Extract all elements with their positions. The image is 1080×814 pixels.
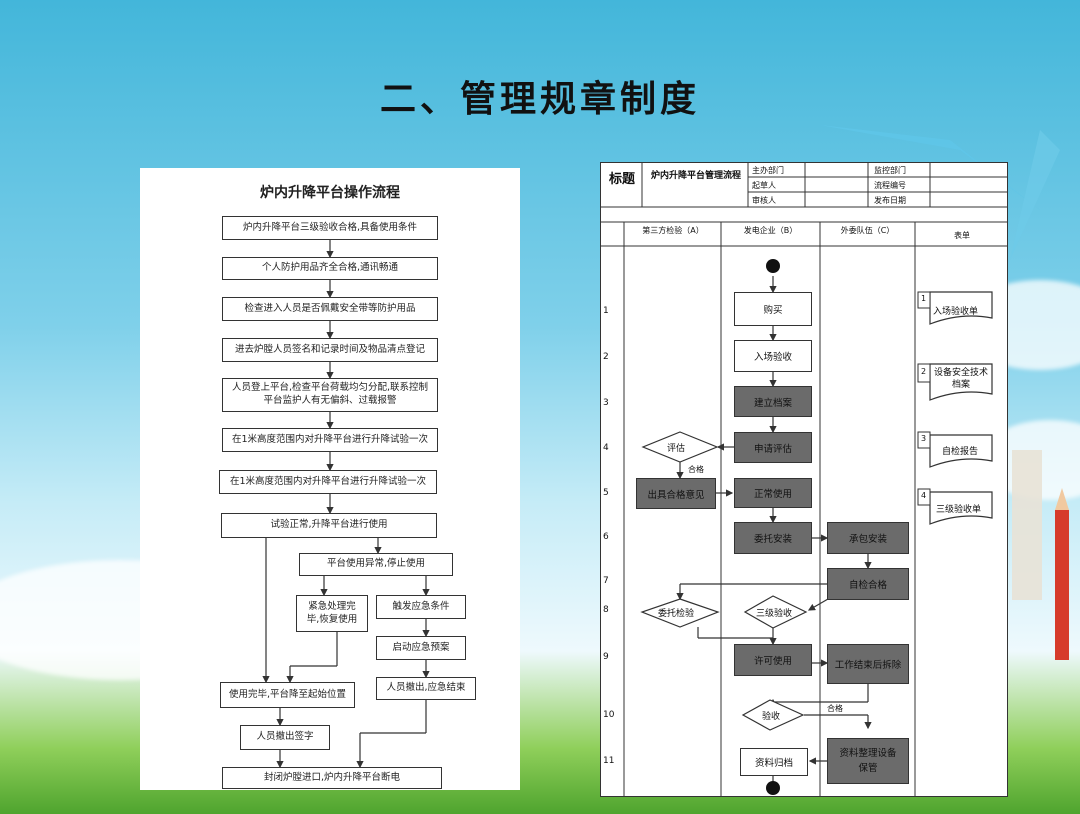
left-connectors bbox=[262, 240, 430, 769]
node-three-level: 三级验收 bbox=[756, 609, 793, 619]
label-pass: 合格 bbox=[827, 704, 843, 713]
slide-title: 二、管理规章制度 bbox=[379, 79, 700, 120]
node-organize-store: 资料整理设备保管 bbox=[827, 738, 909, 784]
row-number: 3 bbox=[603, 398, 609, 408]
flow-step: 启动应急预案 bbox=[376, 636, 466, 660]
label-pass: 合格 bbox=[688, 465, 704, 474]
row-number: 11 bbox=[603, 756, 615, 766]
flow-step: 紧急处理完毕,恢复使用 bbox=[296, 595, 368, 632]
flow-step: 炉内升降平台三级验收合格,具备使用条件 bbox=[222, 216, 438, 240]
node-assess: 评估 bbox=[667, 444, 686, 454]
node-normal-use: 正常使用 bbox=[734, 478, 812, 508]
form-number: 1 bbox=[921, 294, 927, 303]
header-field: 发布日期 bbox=[874, 196, 906, 205]
flow-step: 触发应急条件 bbox=[376, 595, 466, 619]
form-label: 设备安全技术档案 bbox=[933, 368, 988, 390]
flow-step: 进去炉膛人员签名和记录时间及物品清点登记 bbox=[222, 338, 438, 362]
header-field: 监控部门 bbox=[874, 166, 906, 175]
form-label: 入场验收单 bbox=[933, 307, 979, 317]
flow-step: 平台使用异常,停止使用 bbox=[299, 553, 453, 576]
flow-step: 封闭炉膛进口,炉内升降平台断电 bbox=[222, 767, 442, 789]
form-label: 自检报告 bbox=[942, 447, 979, 457]
left-flowchart-panel: 炉内升降平台操作流程 炉内升降平台三级验收合格,具备使用条件 个人防护用品齐全合… bbox=[140, 168, 520, 790]
flow-step: 试验正常,升降平台进行使用 bbox=[221, 513, 437, 538]
lane-header: 第三方检验（A） bbox=[642, 226, 704, 235]
node-acceptance: 验收 bbox=[762, 712, 781, 722]
node-commission-install: 委托安装 bbox=[734, 522, 812, 554]
node-archive-file: 资料归档 bbox=[740, 748, 808, 776]
node-permit-use: 许可使用 bbox=[734, 644, 812, 676]
node-contract-install: 承包安装 bbox=[827, 522, 909, 554]
node-self-check: 自检合格 bbox=[827, 568, 909, 600]
form-label: 三级验收单 bbox=[936, 505, 982, 515]
node-issue-opinion: 出具合格意见 bbox=[636, 478, 716, 509]
row-number: 4 bbox=[603, 443, 609, 453]
row-number: 2 bbox=[603, 352, 609, 362]
right-flowchart-panel: 标题 炉内升降平台管理流程 主办部门 起草人 审核人 监控部门 流程编号 发布日… bbox=[600, 162, 1008, 797]
flow-step: 使用完毕,平台降至起始位置 bbox=[220, 682, 355, 708]
form-number: 4 bbox=[921, 491, 927, 500]
row-number: 6 bbox=[603, 532, 609, 542]
row-number: 10 bbox=[603, 710, 615, 720]
row-number: 1 bbox=[603, 306, 609, 316]
node-commission-inspect: 委托检验 bbox=[658, 609, 695, 619]
left-chart-title: 炉内升降平台操作流程 bbox=[260, 185, 400, 201]
header-field: 流程编号 bbox=[874, 181, 906, 190]
node-build-archive: 建立档案 bbox=[734, 386, 812, 417]
header-field: 起草人 bbox=[752, 181, 776, 190]
lane-header: 外委队伍（C） bbox=[840, 226, 895, 235]
flow-step: 人员撤出,应急结束 bbox=[376, 677, 476, 700]
flow-step: 在1米高度范围内对升降平台进行升降试验一次 bbox=[222, 428, 438, 452]
row-number: 9 bbox=[603, 652, 609, 662]
node-purchase: 购买 bbox=[734, 292, 812, 326]
row-number: 5 bbox=[603, 488, 609, 498]
right-grid bbox=[600, 162, 1008, 797]
row-number: 7 bbox=[603, 576, 609, 586]
header-field: 主办部门 bbox=[752, 166, 784, 175]
lane-header: 表单 bbox=[954, 231, 970, 240]
lane-header: 发电企业（B） bbox=[743, 226, 798, 235]
flow-step: 检查进入人员是否佩戴安全带等防护用品 bbox=[222, 297, 438, 321]
node-incoming-inspection: 入场验收 bbox=[734, 340, 812, 372]
flow-step: 人员登上平台,检查平台荷载均匀分配,联系控制平台监护人有无偏斜、过载报警 bbox=[222, 378, 438, 412]
node-work-end-dismantle: 工作结束后拆除 bbox=[827, 644, 909, 684]
row-number: 8 bbox=[603, 605, 609, 615]
node-apply-assess: 申请评估 bbox=[734, 432, 812, 463]
header-title-label: 标题 bbox=[609, 172, 636, 187]
flow-step: 人员撤出签字 bbox=[240, 725, 330, 750]
header-field: 审核人 bbox=[752, 196, 776, 205]
flow-step: 个人防护用品齐全合格,通讯畅通 bbox=[222, 257, 438, 280]
flow-step: 在1米高度范围内对升降平台进行升降试验一次 bbox=[219, 470, 437, 494]
form-number: 3 bbox=[921, 434, 927, 443]
header-title-value: 炉内升降平台管理流程 bbox=[650, 171, 741, 181]
form-number: 2 bbox=[921, 367, 927, 376]
